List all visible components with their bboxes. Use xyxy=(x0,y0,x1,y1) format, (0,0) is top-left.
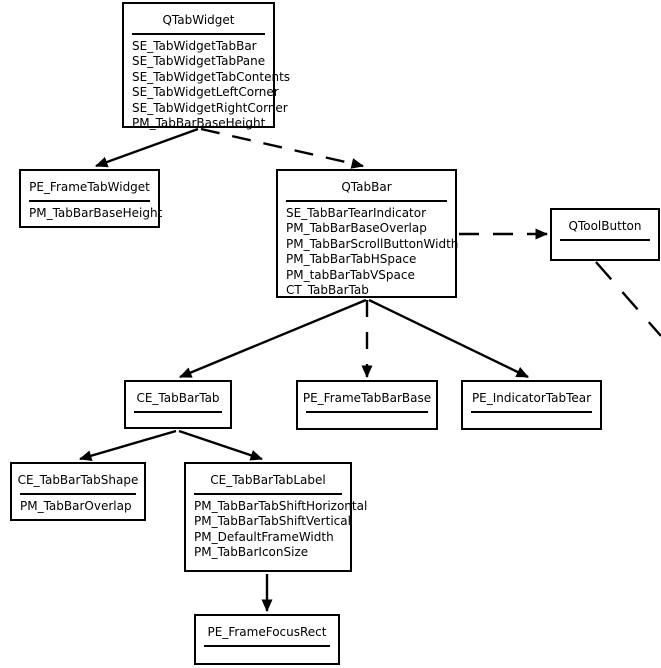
attribute-item: SE_TabWidgetTabPane xyxy=(132,54,266,69)
node-divider xyxy=(134,411,222,413)
node-attributes: SE_TabBarTearIndicator PM_TabBarBaseOver… xyxy=(278,202,459,302)
node-divider xyxy=(306,411,428,413)
node-title: QTabWidget xyxy=(162,13,235,27)
node-title: PE_FrameTabBarBase xyxy=(302,391,432,405)
node-divider xyxy=(29,200,150,202)
node-title: PE_FrameFocusRect xyxy=(207,625,327,639)
attribute-item: SE_TabWidgetLeftCorner xyxy=(132,85,279,100)
node-title-wrap: QToolButton xyxy=(552,210,658,239)
attribute-item: SE_TabWidgetTabBar xyxy=(132,39,257,53)
node-divider xyxy=(471,411,592,413)
attribute-item: PM_TabBarTabShiftHorizontal xyxy=(194,499,368,513)
attribute-item: PM_TabBarScrollButtonWidth xyxy=(286,236,459,251)
node-attributes: PM_TabBarOverlap xyxy=(12,495,144,518)
node-title-wrap: QTabWidget xyxy=(124,4,273,33)
node-pe-frametabwidget[interactable]: PE_FrameTabWidget PM_TabBarBaseHeight xyxy=(19,169,163,228)
node-title-wrap: PE_FrameTabWidget xyxy=(21,171,158,200)
node-divider xyxy=(286,200,447,202)
edge-ce_tabbartab-ce_tabbartablabel xyxy=(178,429,263,461)
node-title: CE_TabBarTabLabel xyxy=(210,473,326,487)
node-title: QToolButton xyxy=(568,219,642,233)
attribute-item: CT_TabBarTab xyxy=(286,283,369,298)
node-qtabwidget[interactable]: QTabWidget SE_TabWidgetTabBar SE_TabWidg… xyxy=(122,2,290,130)
node-pe-indicatortabtear[interactable]: PE_IndicatorTabTear xyxy=(461,380,602,430)
node-title-wrap: QTabBar xyxy=(278,171,455,200)
edge-ce_tabbartab-ce_tabbartabshape xyxy=(79,429,177,462)
edge-qtabbar-ce_tabbartab xyxy=(179,298,367,379)
node-title-wrap: PE_FrameFocusRect xyxy=(196,616,338,645)
node-divider xyxy=(20,493,136,495)
node-title-wrap: CE_TabBarTab xyxy=(126,382,230,411)
node-title: CE_TabBarTab xyxy=(136,391,220,405)
attribute-item: PM_TabBarTabHSpace xyxy=(286,252,417,267)
node-qtabbar[interactable]: QTabBar SE_TabBarTearIndicator PM_TabBar… xyxy=(276,169,458,298)
node-pe-frametabbarbase[interactable]: PE_FrameTabBarBase xyxy=(296,380,438,430)
attribute-item: SE_TabWidgetRightCorner xyxy=(132,100,288,115)
node-ce-tabbartablabel[interactable]: CE_TabBarTabLabel PM_TabBarTabShiftHoriz… xyxy=(184,462,368,572)
node-divider xyxy=(132,33,265,35)
attribute-item: PM_TabBarBaseHeight xyxy=(132,116,266,131)
attribute-item: PM_TabBarBaseHeight xyxy=(29,206,163,220)
node-pe-framefocusrect[interactable]: PE_FrameFocusRect xyxy=(194,614,340,665)
node-ce-tabbartab[interactable]: CE_TabBarTab xyxy=(124,380,232,429)
edge-qtabwidget-pe_frametabwidget xyxy=(95,127,199,168)
node-title: CE_TabBarTabShape xyxy=(17,473,139,487)
node-attributes: SE_TabWidgetTabBar SE_TabWidgetTabPane S… xyxy=(124,35,291,135)
node-attributes: PM_TabBarBaseHeight xyxy=(21,202,163,225)
attribute-item: PM_TabBarIconSize xyxy=(194,545,309,560)
attribute-item: PM_tabBarTabVSpace xyxy=(286,267,415,282)
node-title-wrap: CE_TabBarTabShape xyxy=(12,464,144,493)
node-divider xyxy=(560,239,650,241)
edge-qtabbar-pe_indicatortabtear xyxy=(368,298,529,379)
node-title-wrap: CE_TabBarTabLabel xyxy=(186,464,350,493)
edge-qtoolbutton-offscreen xyxy=(595,261,661,337)
node-divider xyxy=(194,493,342,495)
attribute-item: PM_DefaultFrameWidth xyxy=(194,529,334,544)
node-title: QTabBar xyxy=(341,180,392,194)
attribute-item: PM_TabBarTabShiftVertical xyxy=(194,514,351,529)
attribute-item: SE_TabWidgetTabContents xyxy=(132,69,291,84)
node-ce-tabbartabshape[interactable]: CE_TabBarTabShape PM_TabBarOverlap xyxy=(10,462,146,521)
node-title: PE_FrameTabWidget xyxy=(29,180,150,194)
node-attributes: PM_TabBarTabShiftHorizontal PM_TabBarTab… xyxy=(186,495,368,565)
attribute-item: PM_TabBarBaseOverlap xyxy=(286,221,427,236)
attribute-item: PM_TabBarOverlap xyxy=(20,499,132,513)
node-title-wrap: PE_IndicatorTabTear xyxy=(463,382,600,411)
node-divider xyxy=(204,645,330,647)
node-title-wrap: PE_FrameTabBarBase xyxy=(298,382,436,411)
node-qtoolbutton[interactable]: QToolButton xyxy=(550,208,660,261)
edge-qtabwidget-qtabbar xyxy=(200,127,364,169)
attribute-item: SE_TabBarTearIndicator xyxy=(286,206,427,220)
node-title: PE_IndicatorTabTear xyxy=(471,391,592,405)
